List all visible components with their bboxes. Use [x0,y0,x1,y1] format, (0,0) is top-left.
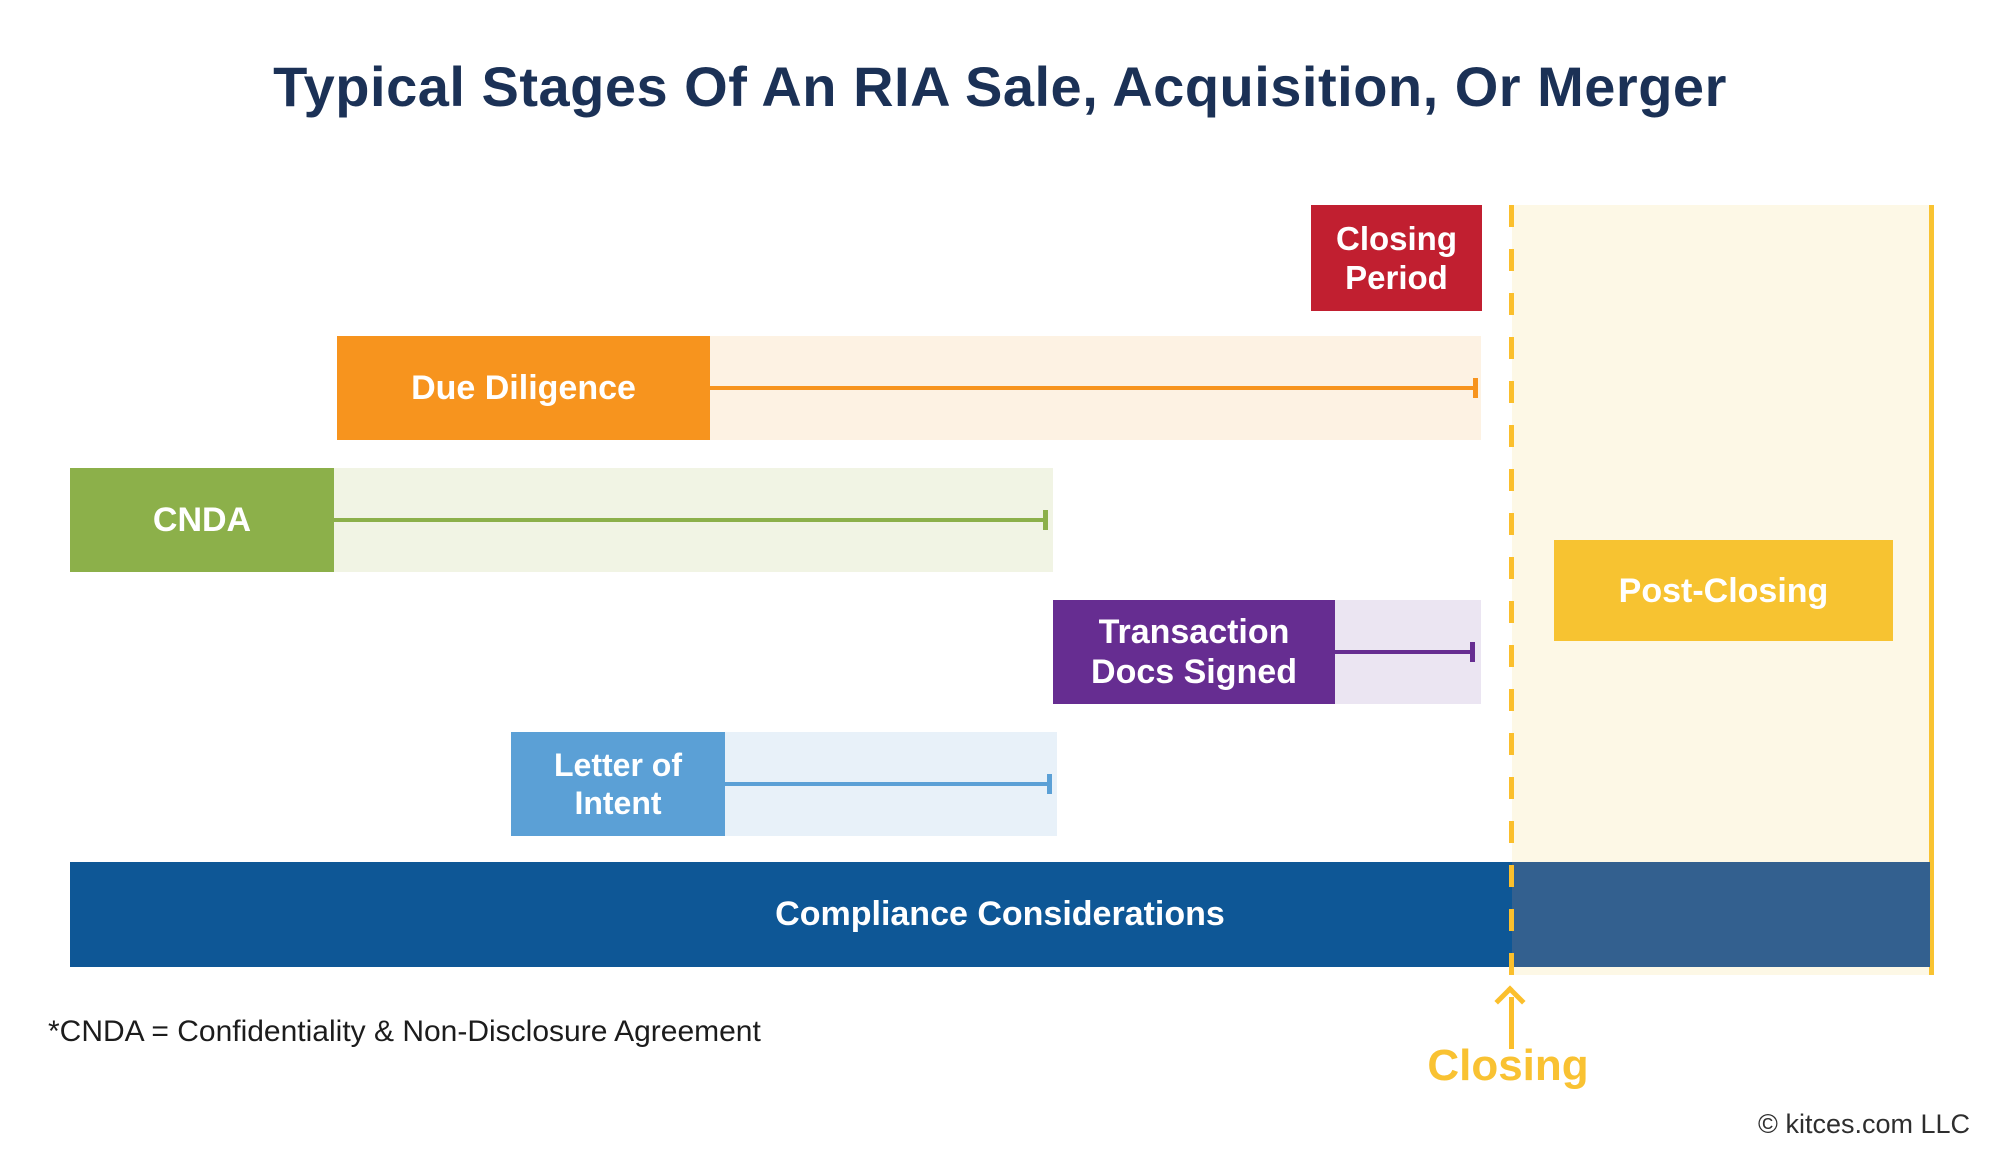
stage-letter-of-intent: Letter of Intent [511,732,725,836]
compliance-bar-post-closing-segment [1512,862,1930,967]
stage-cnda: CNDA [70,468,334,572]
stage-cnda-end-tick [1043,510,1048,530]
stage-transaction-docs: Transaction Docs Signed [1053,600,1335,704]
cnda-footnote: *CNDA = Confidentiality & Non-Disclosure… [48,1015,761,1048]
closing-arrow-stem [1509,997,1514,1049]
page-title: Typical Stages Of An RIA Sale, Acquisiti… [273,55,1727,118]
stage-closing-period: Closing Period [1311,205,1482,311]
compliance-bar-label: Compliance Considerations [70,862,1930,967]
stage-due-diligence-end-tick [1473,378,1478,398]
stage-letter-of-intent-label: Letter of Intent [554,747,682,821]
stage-post-closing: Post-Closing [1554,540,1893,641]
closing-dashed-line [1509,205,1514,975]
stage-due-diligence-label: Due Diligence [411,369,636,407]
stage-letter-of-intent-timeline [725,782,1050,786]
stage-due-diligence-timeline [710,386,1476,390]
closing-marker-label: Closing [1427,1041,1589,1090]
stage-transaction-docs-label: Transaction Docs Signed [1091,613,1297,691]
stage-transaction-docs-timeline [1335,650,1473,654]
copyright-notice: © kitces.com LLC [1758,1109,1970,1139]
stage-post-closing-label: Post-Closing [1618,571,1829,610]
stage-cnda-timeline [334,518,1046,522]
compliance-bar [70,862,1512,967]
stage-cnda-label: CNDA [152,501,252,539]
stage-transaction-docs-end-tick [1470,642,1475,662]
stage-closing-period-label: Closing Period [1336,220,1457,296]
compliance-bar-label-text: Compliance Considerations [775,895,1225,933]
stage-due-diligence: Due Diligence [337,336,710,440]
stage-letter-of-intent-end-tick [1047,774,1052,794]
